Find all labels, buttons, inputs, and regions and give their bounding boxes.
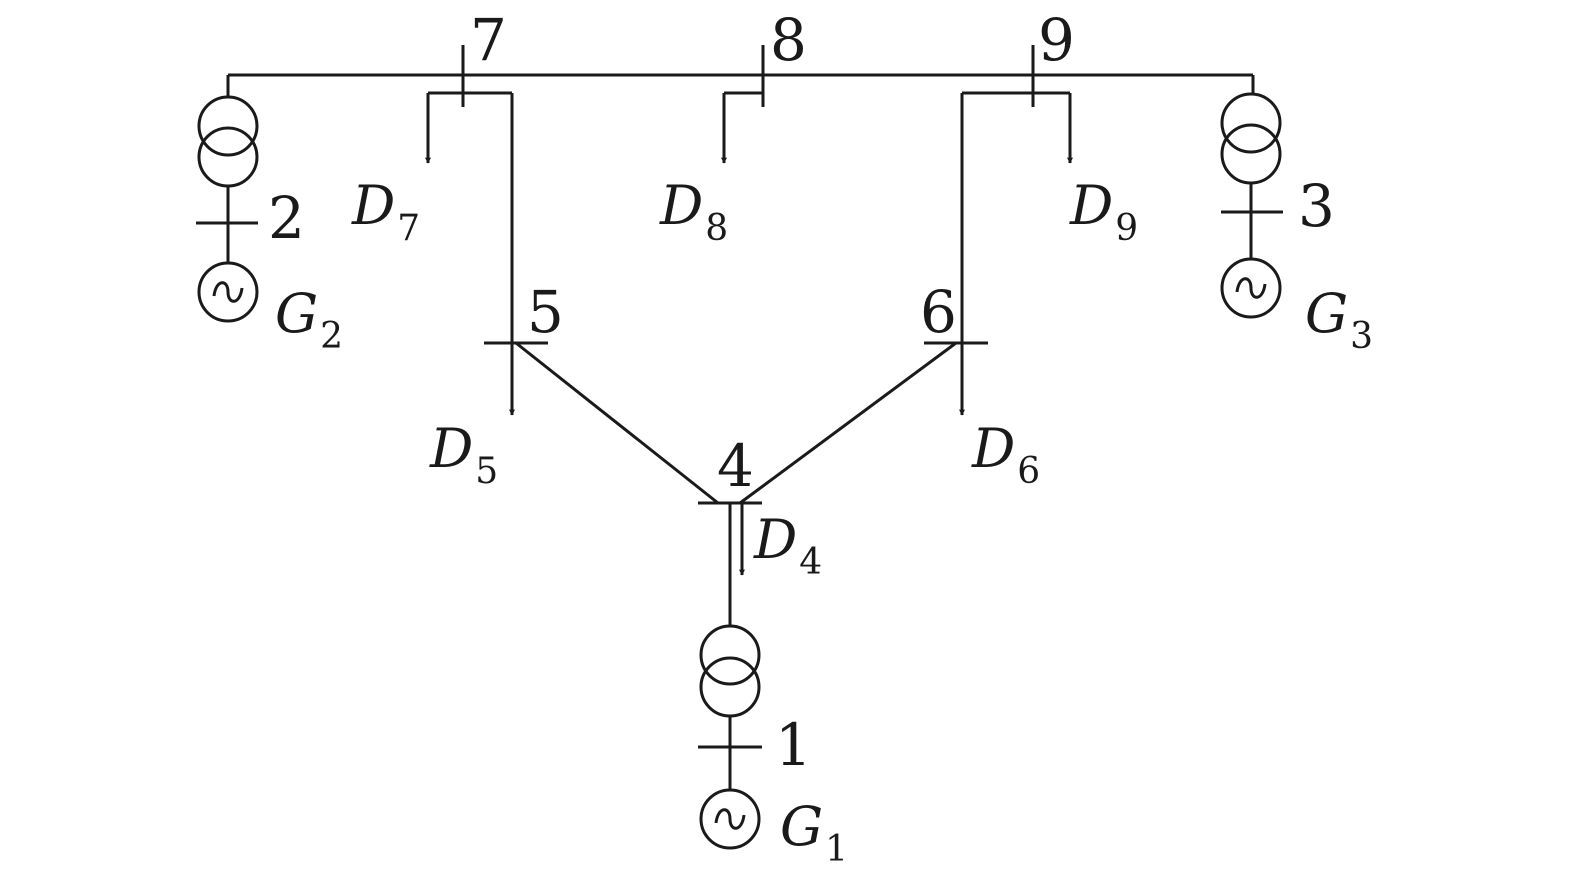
- bus-label-4: 4: [717, 432, 754, 500]
- load-label-d8: D8: [659, 174, 728, 249]
- generator-icon: [197, 261, 259, 323]
- bus-label-9: 9: [1038, 6, 1075, 74]
- bus-label-8: 8: [770, 6, 807, 74]
- bus-label-2: 2: [268, 184, 305, 252]
- bus-label-5: 5: [527, 278, 564, 346]
- bus-label-7: 7: [470, 6, 507, 74]
- bus-label-6: 6: [920, 278, 957, 346]
- bus-label-3: 3: [1298, 172, 1335, 240]
- generator-icon: [699, 788, 761, 850]
- gen-label-g1: G1: [780, 795, 848, 870]
- line-6-4: [739, 341, 957, 505]
- transformer-icon: [197, 95, 259, 188]
- gen-label-g3: G3: [1305, 282, 1373, 357]
- transformer-icon: [1220, 92, 1282, 185]
- gen-label-g2: G2: [275, 282, 343, 357]
- load-label-d5: D5: [429, 417, 498, 492]
- load-label-d7: D7: [351, 174, 420, 249]
- load-label-d6: D6: [971, 417, 1040, 492]
- transformer-icon: [699, 624, 761, 718]
- line-5-4: [515, 341, 719, 505]
- load-label-d9: D9: [1069, 174, 1138, 249]
- generator-icon: [1220, 257, 1282, 319]
- load-label-d4: D4: [753, 508, 822, 583]
- bus-label-1: 1: [775, 711, 812, 779]
